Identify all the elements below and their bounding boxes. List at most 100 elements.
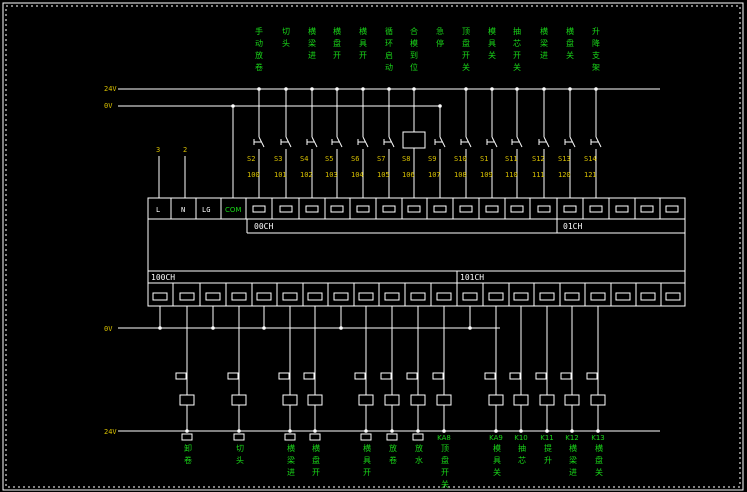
input-address: 105 bbox=[377, 171, 390, 179]
input-label-char: 合 bbox=[410, 26, 418, 36]
output-label-char: 具 bbox=[363, 456, 371, 465]
output-com-junction bbox=[468, 326, 472, 330]
output-label-char: 升 bbox=[544, 456, 552, 465]
output-terminal bbox=[282, 292, 298, 301]
switch-id: S11 bbox=[505, 155, 518, 163]
output-terminal bbox=[462, 292, 478, 301]
input-label-char: 架 bbox=[592, 63, 600, 72]
output-label-char: 模 bbox=[493, 443, 501, 453]
output-load-symbol bbox=[412, 433, 424, 441]
relay-coil bbox=[513, 394, 529, 406]
input-label-char: 盘 bbox=[333, 38, 341, 48]
input-label-char: 关 bbox=[513, 62, 521, 72]
switch-id: S4 bbox=[300, 155, 308, 163]
input-label-char: 开 bbox=[462, 51, 470, 60]
input-junction bbox=[594, 87, 598, 91]
output-label-char: 头 bbox=[236, 455, 244, 465]
relay-coil bbox=[231, 394, 247, 406]
output-label-char: 盘 bbox=[595, 455, 603, 465]
input-label-char: 进 bbox=[540, 51, 548, 60]
switch-id: S12 bbox=[532, 155, 545, 163]
rail-label-bottom-24v: 24V bbox=[104, 428, 117, 436]
input-address: 104 bbox=[351, 171, 364, 179]
input-junction bbox=[515, 87, 519, 91]
fuse-element bbox=[278, 372, 290, 380]
input-label-char: 横 bbox=[540, 26, 548, 36]
fuse-element bbox=[380, 372, 392, 380]
switch-id: S14 bbox=[584, 155, 597, 163]
switch-id: S6 bbox=[351, 155, 359, 163]
input-terminal bbox=[279, 205, 293, 213]
output-rail-junction bbox=[390, 429, 394, 433]
switch-contact bbox=[465, 136, 472, 148]
output-terminal bbox=[640, 292, 656, 301]
terminal-l-label: L bbox=[156, 206, 160, 214]
input-address: 108 bbox=[454, 171, 467, 179]
input-label-char: 动 bbox=[255, 38, 263, 48]
output-terminal bbox=[358, 292, 374, 301]
supply-wire-right-label: 2 bbox=[183, 146, 187, 154]
input-address: 100 bbox=[247, 171, 260, 179]
input-junction bbox=[464, 87, 468, 91]
input-label-char: 开 bbox=[513, 51, 521, 60]
input-label-char: 进 bbox=[308, 51, 316, 60]
input-label-char: 降 bbox=[592, 38, 600, 48]
fuse-element bbox=[175, 372, 187, 380]
spare-input-terminal bbox=[665, 205, 679, 213]
output-rail-junction bbox=[185, 429, 189, 433]
output-rail-junction bbox=[237, 429, 241, 433]
output-terminal bbox=[410, 292, 426, 301]
output-com-junction bbox=[211, 326, 215, 330]
input-label-char: 横 bbox=[359, 26, 367, 36]
input-label-char: 横 bbox=[566, 26, 574, 36]
input-label-char: 横 bbox=[308, 26, 316, 36]
input-address: 102 bbox=[300, 171, 313, 179]
input-terminal bbox=[563, 205, 577, 213]
output-rail-junction bbox=[519, 429, 523, 433]
output-terminal bbox=[231, 292, 247, 301]
relay-coil bbox=[564, 394, 580, 406]
input-address: 103 bbox=[325, 171, 338, 179]
switch-contact bbox=[543, 136, 550, 148]
output-load-symbol bbox=[233, 433, 245, 441]
output-label-char: 提 bbox=[544, 443, 552, 453]
input-junction bbox=[387, 87, 391, 91]
input-label-char: 具 bbox=[359, 39, 367, 48]
output-com-junction bbox=[339, 326, 343, 330]
input-junction bbox=[310, 87, 314, 91]
switch-id: S9 bbox=[428, 155, 436, 163]
output-rail-junction bbox=[364, 429, 368, 433]
output-terminal bbox=[590, 292, 606, 301]
input-terminal bbox=[510, 205, 524, 213]
output-terminal bbox=[513, 292, 529, 301]
input-address: 101 bbox=[274, 171, 287, 179]
output-terminal bbox=[539, 292, 555, 301]
input-label-char: 头 bbox=[282, 38, 290, 48]
output-label-char: 水 bbox=[415, 455, 423, 465]
input-terminal bbox=[433, 205, 447, 213]
fuse-element bbox=[535, 372, 547, 380]
input-address: 120 bbox=[558, 171, 571, 179]
output-label-char: 放 bbox=[415, 443, 423, 453]
fuse-element bbox=[227, 372, 239, 380]
input-label-char: 芯 bbox=[513, 38, 521, 48]
switch-id: S2 bbox=[247, 155, 255, 163]
relay-coil bbox=[410, 394, 426, 406]
output-com-junction bbox=[262, 326, 266, 330]
switch-contact bbox=[516, 136, 523, 148]
input-address: 107 bbox=[428, 171, 441, 179]
input-label-char: 急 bbox=[436, 26, 444, 36]
output-rail-junction bbox=[442, 429, 446, 433]
output-terminal bbox=[205, 292, 221, 301]
input-label-char: 手 bbox=[255, 26, 263, 36]
input-terminal bbox=[407, 205, 421, 213]
input-terminal bbox=[589, 205, 603, 213]
input-label-char: 位 bbox=[410, 62, 418, 72]
input-junction bbox=[335, 87, 339, 91]
input-label-char: 横 bbox=[333, 26, 341, 36]
input-label-char: 到 bbox=[410, 51, 418, 60]
output-rail-junction bbox=[494, 429, 498, 433]
input-junction bbox=[284, 87, 288, 91]
